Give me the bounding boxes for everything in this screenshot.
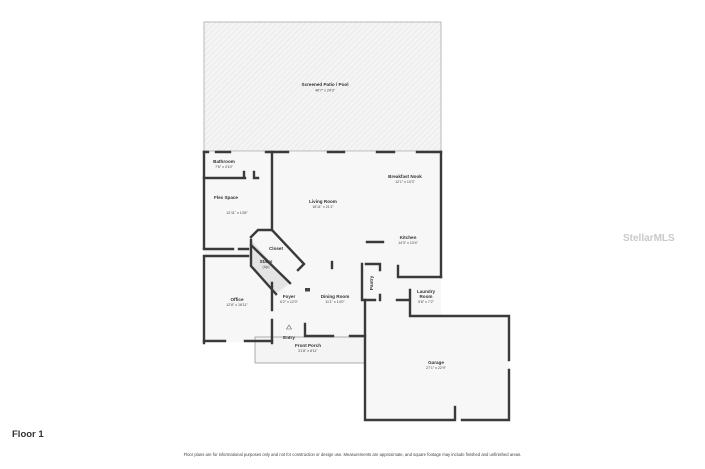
room-label: Kitchen (400, 235, 417, 240)
walls (202, 150, 511, 422)
room-label: Living Room (309, 199, 337, 204)
room-dims: 12'11" x 13'8" (226, 211, 248, 215)
room-dims: 7'6" x 4'10" (215, 165, 233, 169)
room-dims: 27'1" x 22'9" (426, 366, 446, 370)
room-label: Screened Patio / Pool (302, 82, 349, 87)
room-label: Garage (428, 360, 444, 365)
house-floor (204, 152, 441, 342)
fireplace-icon (305, 288, 310, 292)
watermark: StellarMLS (623, 233, 675, 244)
room-label: Room (419, 294, 432, 299)
room-dims: 46'7" x 24'3" (315, 89, 335, 93)
room-dims: 18'11" x 21'1" (312, 205, 334, 209)
room-dims: 14'3" x 13'4" (398, 241, 418, 245)
room-label: Entry (283, 335, 295, 340)
room-label: Pantry (369, 275, 374, 290)
room-label: Breakfast Nook (388, 174, 422, 179)
room-dims: (Up) (263, 265, 270, 269)
room-label: Office (230, 297, 243, 302)
room-dims: 11'1" x 14'0" (325, 300, 345, 304)
room-label: Bathroom (213, 159, 235, 164)
room-dims: 12'8" x 16'11" (226, 303, 248, 307)
room-label: Closet (269, 246, 284, 251)
disclaimer: Floor plans are for informational purpos… (183, 452, 522, 457)
room-dims: 6'2" x 12'0" (280, 300, 298, 304)
room-label: Laundry (417, 289, 436, 294)
room-label: Stairs (260, 259, 273, 264)
garage-floor (365, 316, 509, 420)
floor-label: Floor 1 (12, 429, 44, 440)
patio-area (203, 21, 442, 152)
room-label: Front Porch (295, 343, 321, 348)
room-label: Foyer (283, 294, 296, 299)
room-label: Flex Space (214, 195, 238, 200)
room-dims: 12'1" x 10'3" (395, 180, 415, 184)
room-label: Dining Room (321, 294, 350, 299)
room-dims: 21'8" x 8'11" (298, 349, 318, 353)
entry-arrow-icon (285, 324, 293, 330)
room-dims: 5'8" x 7'2" (418, 300, 434, 304)
